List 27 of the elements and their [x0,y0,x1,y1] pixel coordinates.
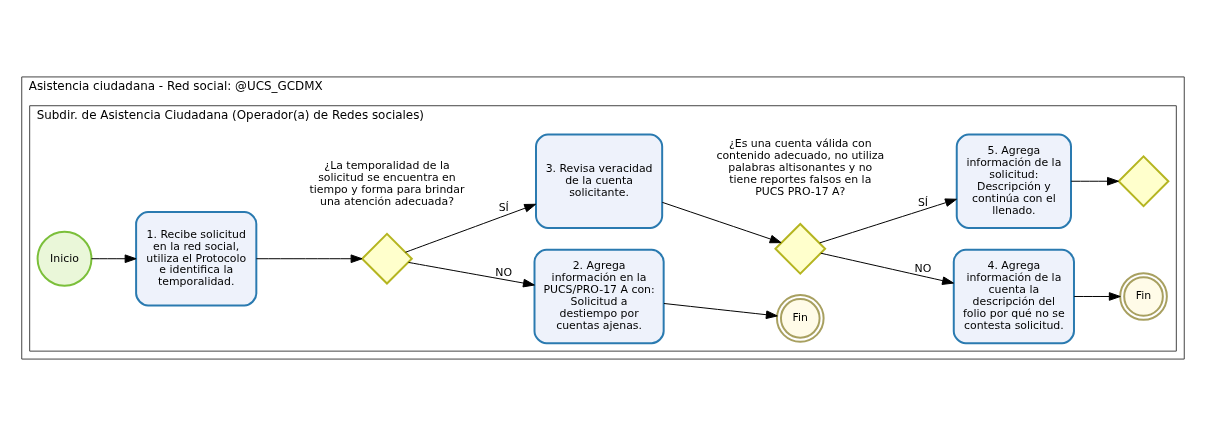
node-box: 5. Agrega información de la solicitud: Descripción y continúa con el llenado. [955,133,1072,229]
node-diamond [360,232,414,285]
arrow [661,201,782,243]
arrow [90,253,137,263]
arrow [819,197,957,243]
edge-label: SÍ [917,195,929,209]
arrow [663,302,778,319]
node-circle: Fin [775,293,825,343]
arrow [1070,176,1119,186]
node-diamond [1117,154,1170,207]
node-label: ¿Es una cuenta válida con contenido adecuado, no utiliza palabras altisonantes y no tiene reportes falsos en la PUCS PRO-17 A? [716,136,885,198]
edge-label: SÍ [498,200,509,214]
arrow [405,203,537,253]
node-circle: Inicio [36,230,93,287]
node-label: ¿La temporalidad de la solicitud se encuentra en tiempo y forma para brindar una atención adecuada? [309,158,465,208]
node-diamond [774,222,827,275]
arrow [1073,291,1121,301]
node-box: 3. Revisa veracidad de la cuenta solicitante. [535,133,664,229]
edge-label: NO [914,261,932,275]
node-box: 4. Agrega información de la cuenta la descripción del folio por qué no se contesta solicitud. [952,248,1075,344]
node-box: 2. Agrega información en la PUCS/PRO-17 A con: Solicitud a destiempo por cuentas ajenas. [533,248,665,344]
node-box: 1. Recibe solicitud en la red social, utiliza el Protocolo e identifica la temporalidad. [135,210,258,306]
arrow [408,261,535,287]
edge-label: NO [495,265,513,279]
node-circle: Fin [1119,271,1168,321]
arrow [255,253,363,263]
arrow [820,252,954,285]
